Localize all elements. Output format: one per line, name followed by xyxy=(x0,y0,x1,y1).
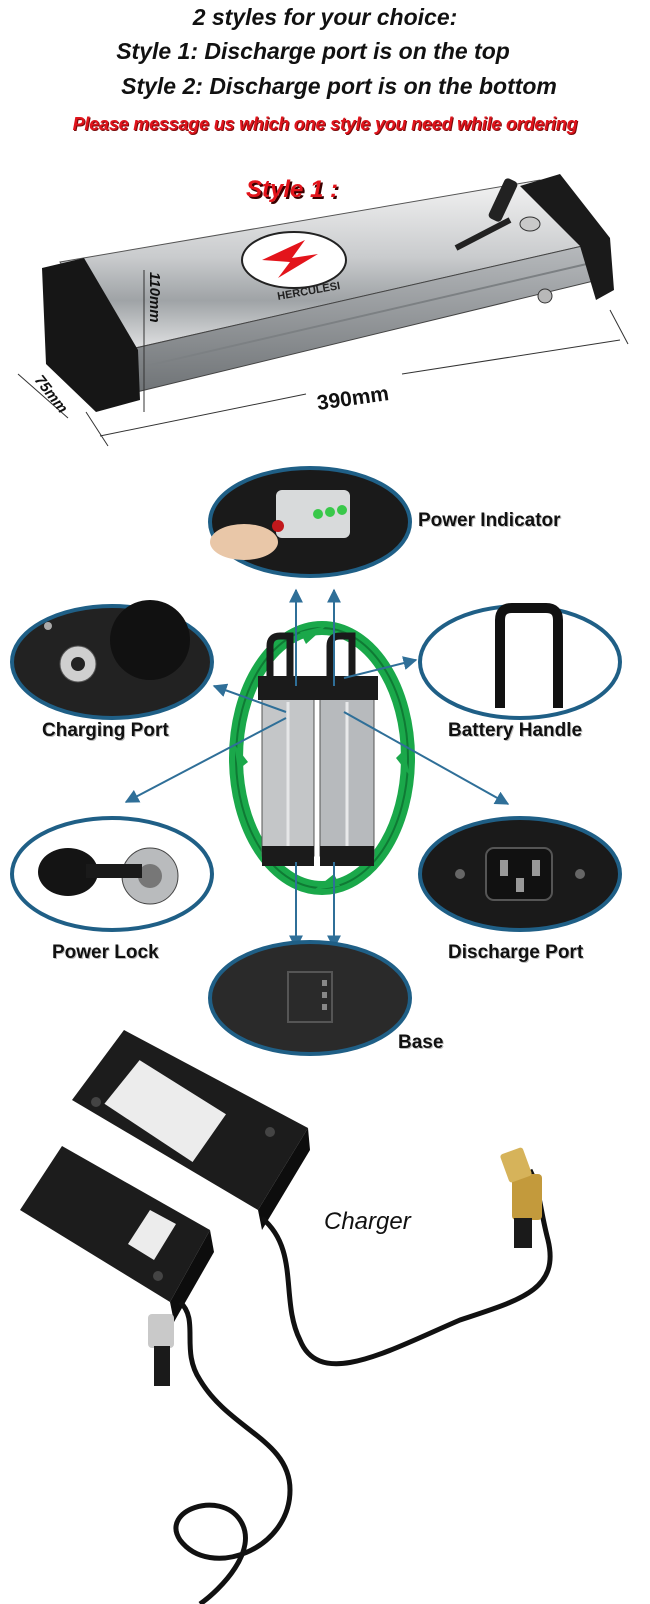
label-power-indicator: Power Indicator xyxy=(418,510,561,531)
bubble-power-indicator xyxy=(208,466,412,578)
battery-illustration: HERCULESI 110mm 75mm 390mm xyxy=(17,174,629,447)
charger-cable-bottom xyxy=(173,1300,293,1604)
center-batteries xyxy=(258,632,378,866)
arrow-discharge-port xyxy=(343,711,510,805)
arrow-charging-port xyxy=(212,683,287,713)
style-label: Style 1 : xyxy=(246,176,339,203)
label-battery-handle: Battery Handle xyxy=(448,720,583,741)
bolt-icon xyxy=(537,288,553,304)
bubble-charging-port xyxy=(10,600,214,720)
battery-endcap-right xyxy=(520,174,614,300)
dc-connector-icon xyxy=(148,1314,174,1386)
header-line-3: Style 2: Discharge port is on the bottom xyxy=(121,73,557,99)
charger-illustration xyxy=(20,1030,553,1604)
arrow-power-lock xyxy=(124,717,287,803)
arrow-battery-handle xyxy=(343,656,418,679)
feature-diagram xyxy=(10,466,622,1056)
label-charging-port: Charging Port xyxy=(42,720,169,741)
key-icon xyxy=(454,178,541,251)
charger-cable-top xyxy=(260,1168,553,1367)
header-line-1: 2 styles for your choice: xyxy=(192,4,458,30)
length-dimension: 390mm xyxy=(315,382,390,415)
header-line-2: Style 1: Discharge port is on the top xyxy=(116,38,510,64)
charger-bottom xyxy=(20,1146,214,1322)
label-base: Base xyxy=(398,1032,444,1053)
label-power-lock: Power Lock xyxy=(52,942,159,963)
label-charger: Charger xyxy=(324,1208,411,1235)
ordering-note: Please message us which one style you ne… xyxy=(72,114,578,134)
battery-endcap-left xyxy=(42,258,140,412)
label-discharge-port: Discharge Port xyxy=(448,942,584,963)
height-dimension: 110mm xyxy=(146,272,163,323)
bubble-battery-handle xyxy=(418,603,622,720)
bubble-base xyxy=(208,940,412,1056)
bubble-discharge-port xyxy=(418,816,622,932)
bubble-power-lock xyxy=(10,816,214,932)
brand-logo xyxy=(241,231,347,289)
rca-connector-icon xyxy=(500,1147,542,1248)
charger-top xyxy=(72,1030,310,1230)
